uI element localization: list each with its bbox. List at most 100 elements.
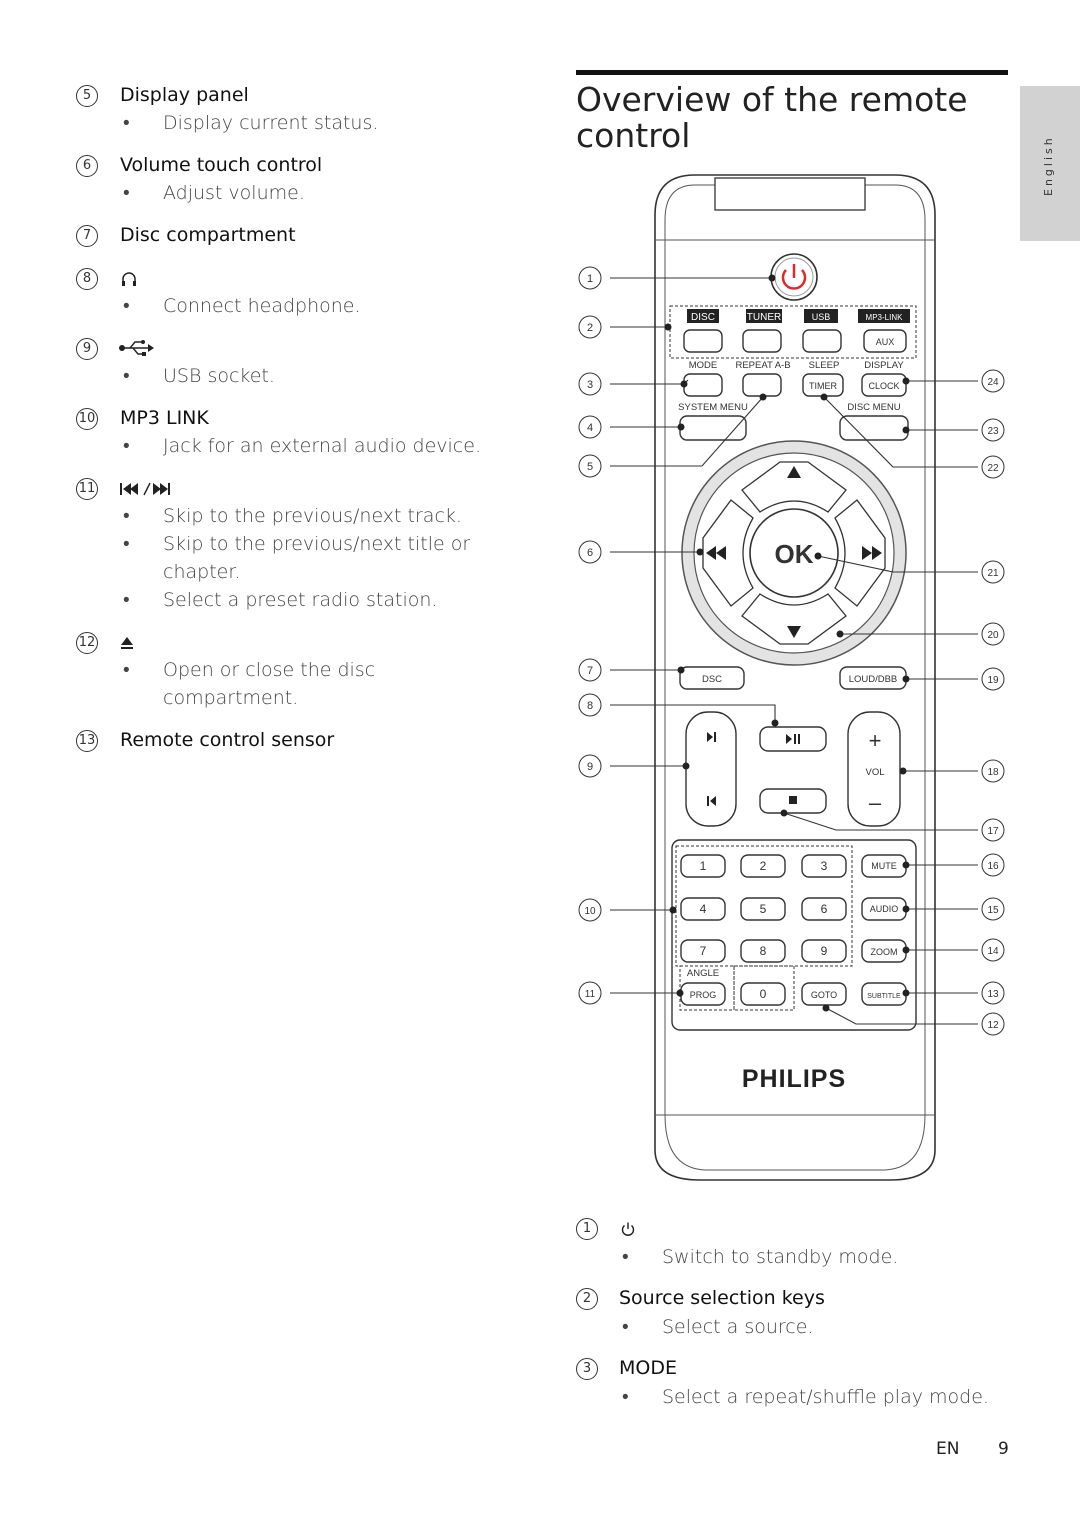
callout-20: 20: [987, 630, 999, 641]
key-9: 9: [821, 944, 828, 958]
aux-label: AUX: [876, 337, 895, 347]
key-3: 3: [821, 859, 828, 873]
callout-4: 4: [587, 422, 593, 434]
headphone-icon: [122, 272, 136, 286]
section-title: control: [576, 116, 691, 155]
key-7: 7: [700, 944, 707, 958]
vol-plus-label: +: [869, 728, 882, 753]
ok-label: OK: [775, 539, 814, 569]
usb-label: USB: [812, 312, 831, 322]
disc-label: DISC: [691, 312, 715, 323]
bullet-text: •Skip to the previous/next title or: [123, 533, 471, 555]
remote-sensor: [714, 177, 866, 211]
callout-5: 5: [587, 461, 593, 473]
item-number: 2: [576, 1288, 598, 1310]
zoom-label: ZOOM: [871, 947, 898, 957]
clock-label: CLOCK: [868, 381, 899, 391]
callout-18: 18: [987, 767, 999, 778]
bullet-text: chapter.: [163, 561, 241, 583]
key-2: 2: [760, 859, 767, 873]
power-icon: [621, 1222, 635, 1236]
callout-24: 24: [987, 377, 999, 388]
display-label: DISPLAY: [864, 360, 904, 371]
mode-label: MODE: [689, 360, 718, 371]
page-number: 9: [998, 1439, 1009, 1459]
bullet-text: •USB socket.: [123, 365, 275, 387]
callout-11: 11: [585, 989, 596, 1000]
callout-19: 19: [987, 675, 999, 686]
title-rule: [576, 70, 1008, 75]
language-tab: English: [1020, 86, 1080, 241]
callout-8: 8: [587, 700, 593, 712]
bullet-text: •Display current status.: [123, 112, 379, 134]
timer-label: TIMER: [809, 381, 837, 391]
bullet-text: •Adjust volume.: [123, 182, 305, 204]
item-title: Volume touch control: [120, 154, 323, 176]
eject-icon: [121, 637, 133, 649]
mute-label: MUTE: [871, 861, 897, 871]
item-number: 1: [576, 1218, 598, 1240]
loud-dbb-label: LOUD/DBB: [849, 674, 898, 685]
vol-minus-label: –: [869, 790, 882, 815]
item-title: Disc compartment: [120, 224, 296, 246]
prog-label: PROG: [690, 990, 717, 1000]
callout-13: 13: [987, 989, 999, 1000]
tuner-label: TUNER: [747, 312, 781, 323]
vol-label: VOL: [865, 767, 884, 778]
footer-lang: EN: [936, 1439, 960, 1459]
bullet-text: •Select a preset radio station.: [123, 589, 438, 611]
item-number: 13: [76, 730, 98, 752]
subtitle-label: SUBTITLE: [867, 993, 901, 1000]
item-number: 9: [76, 338, 98, 360]
callout-6: 6: [587, 547, 593, 559]
repeat-label: REPEAT A-B: [735, 360, 790, 371]
bullet-text: •Select a repeat/shuffle play mode.: [622, 1386, 989, 1408]
ok-button: [749, 508, 839, 598]
callout-17: 17: [987, 826, 999, 837]
callout-3: 3: [587, 379, 593, 391]
language-tab-label: English: [1042, 135, 1055, 196]
key-0: 0: [760, 987, 767, 1001]
key-5: 5: [760, 902, 767, 916]
bullet-text: •Switch to standby mode.: [622, 1246, 899, 1268]
angle-label: ANGLE: [687, 968, 719, 979]
callout-16: 16: [987, 861, 999, 872]
item-number: 7: [76, 225, 98, 247]
dsc-label: DSC: [702, 674, 722, 685]
usb-icon: [119, 340, 154, 356]
bullet-text: •Connect headphone.: [123, 295, 361, 317]
item-title: Display panel: [120, 84, 249, 106]
bullet-text: •Open or close the disc: [123, 659, 376, 681]
callout-22: 22: [987, 463, 999, 474]
bullet-text: compartment.: [163, 687, 299, 709]
item-title: MP3 LINK: [120, 407, 209, 429]
item-number: 5: [76, 85, 98, 107]
system-menu-label: SYSTEM MENU: [678, 402, 748, 413]
callout-21: 21: [987, 568, 999, 579]
key-4: 4: [700, 902, 707, 916]
bullet-text: •Skip to the previous/next track.: [123, 505, 462, 527]
item-number: 10: [76, 408, 98, 430]
item-number: 8: [76, 268, 98, 290]
callout-10: 10: [584, 906, 596, 917]
section-title: Overview of the remote: [576, 80, 968, 119]
callout-15: 15: [987, 905, 999, 916]
remote-illustration: DISC TUNER USB MP3-LINK AUX MODE REPEAT …: [578, 174, 1005, 1181]
prev-next-icon: [120, 482, 170, 496]
callout-2: 2: [587, 322, 593, 334]
sleep-label: SLEEP: [809, 360, 840, 371]
key-6: 6: [821, 902, 828, 916]
item-number: 6: [76, 155, 98, 177]
callout-14: 14: [987, 946, 999, 957]
mp3-link-label: MP3-LINK: [866, 313, 904, 322]
callout-7: 7: [587, 665, 593, 677]
key-1: 1: [700, 859, 707, 873]
callout-23: 23: [987, 426, 999, 437]
item-title: Source selection keys: [619, 1287, 825, 1309]
item-title: MODE: [619, 1357, 677, 1379]
callout-9: 9: [587, 761, 593, 773]
bullet-text: •Select a source.: [622, 1316, 814, 1338]
item-number: 11: [76, 478, 98, 500]
item-number: 12: [76, 632, 98, 654]
callout-1: 1: [587, 273, 593, 285]
